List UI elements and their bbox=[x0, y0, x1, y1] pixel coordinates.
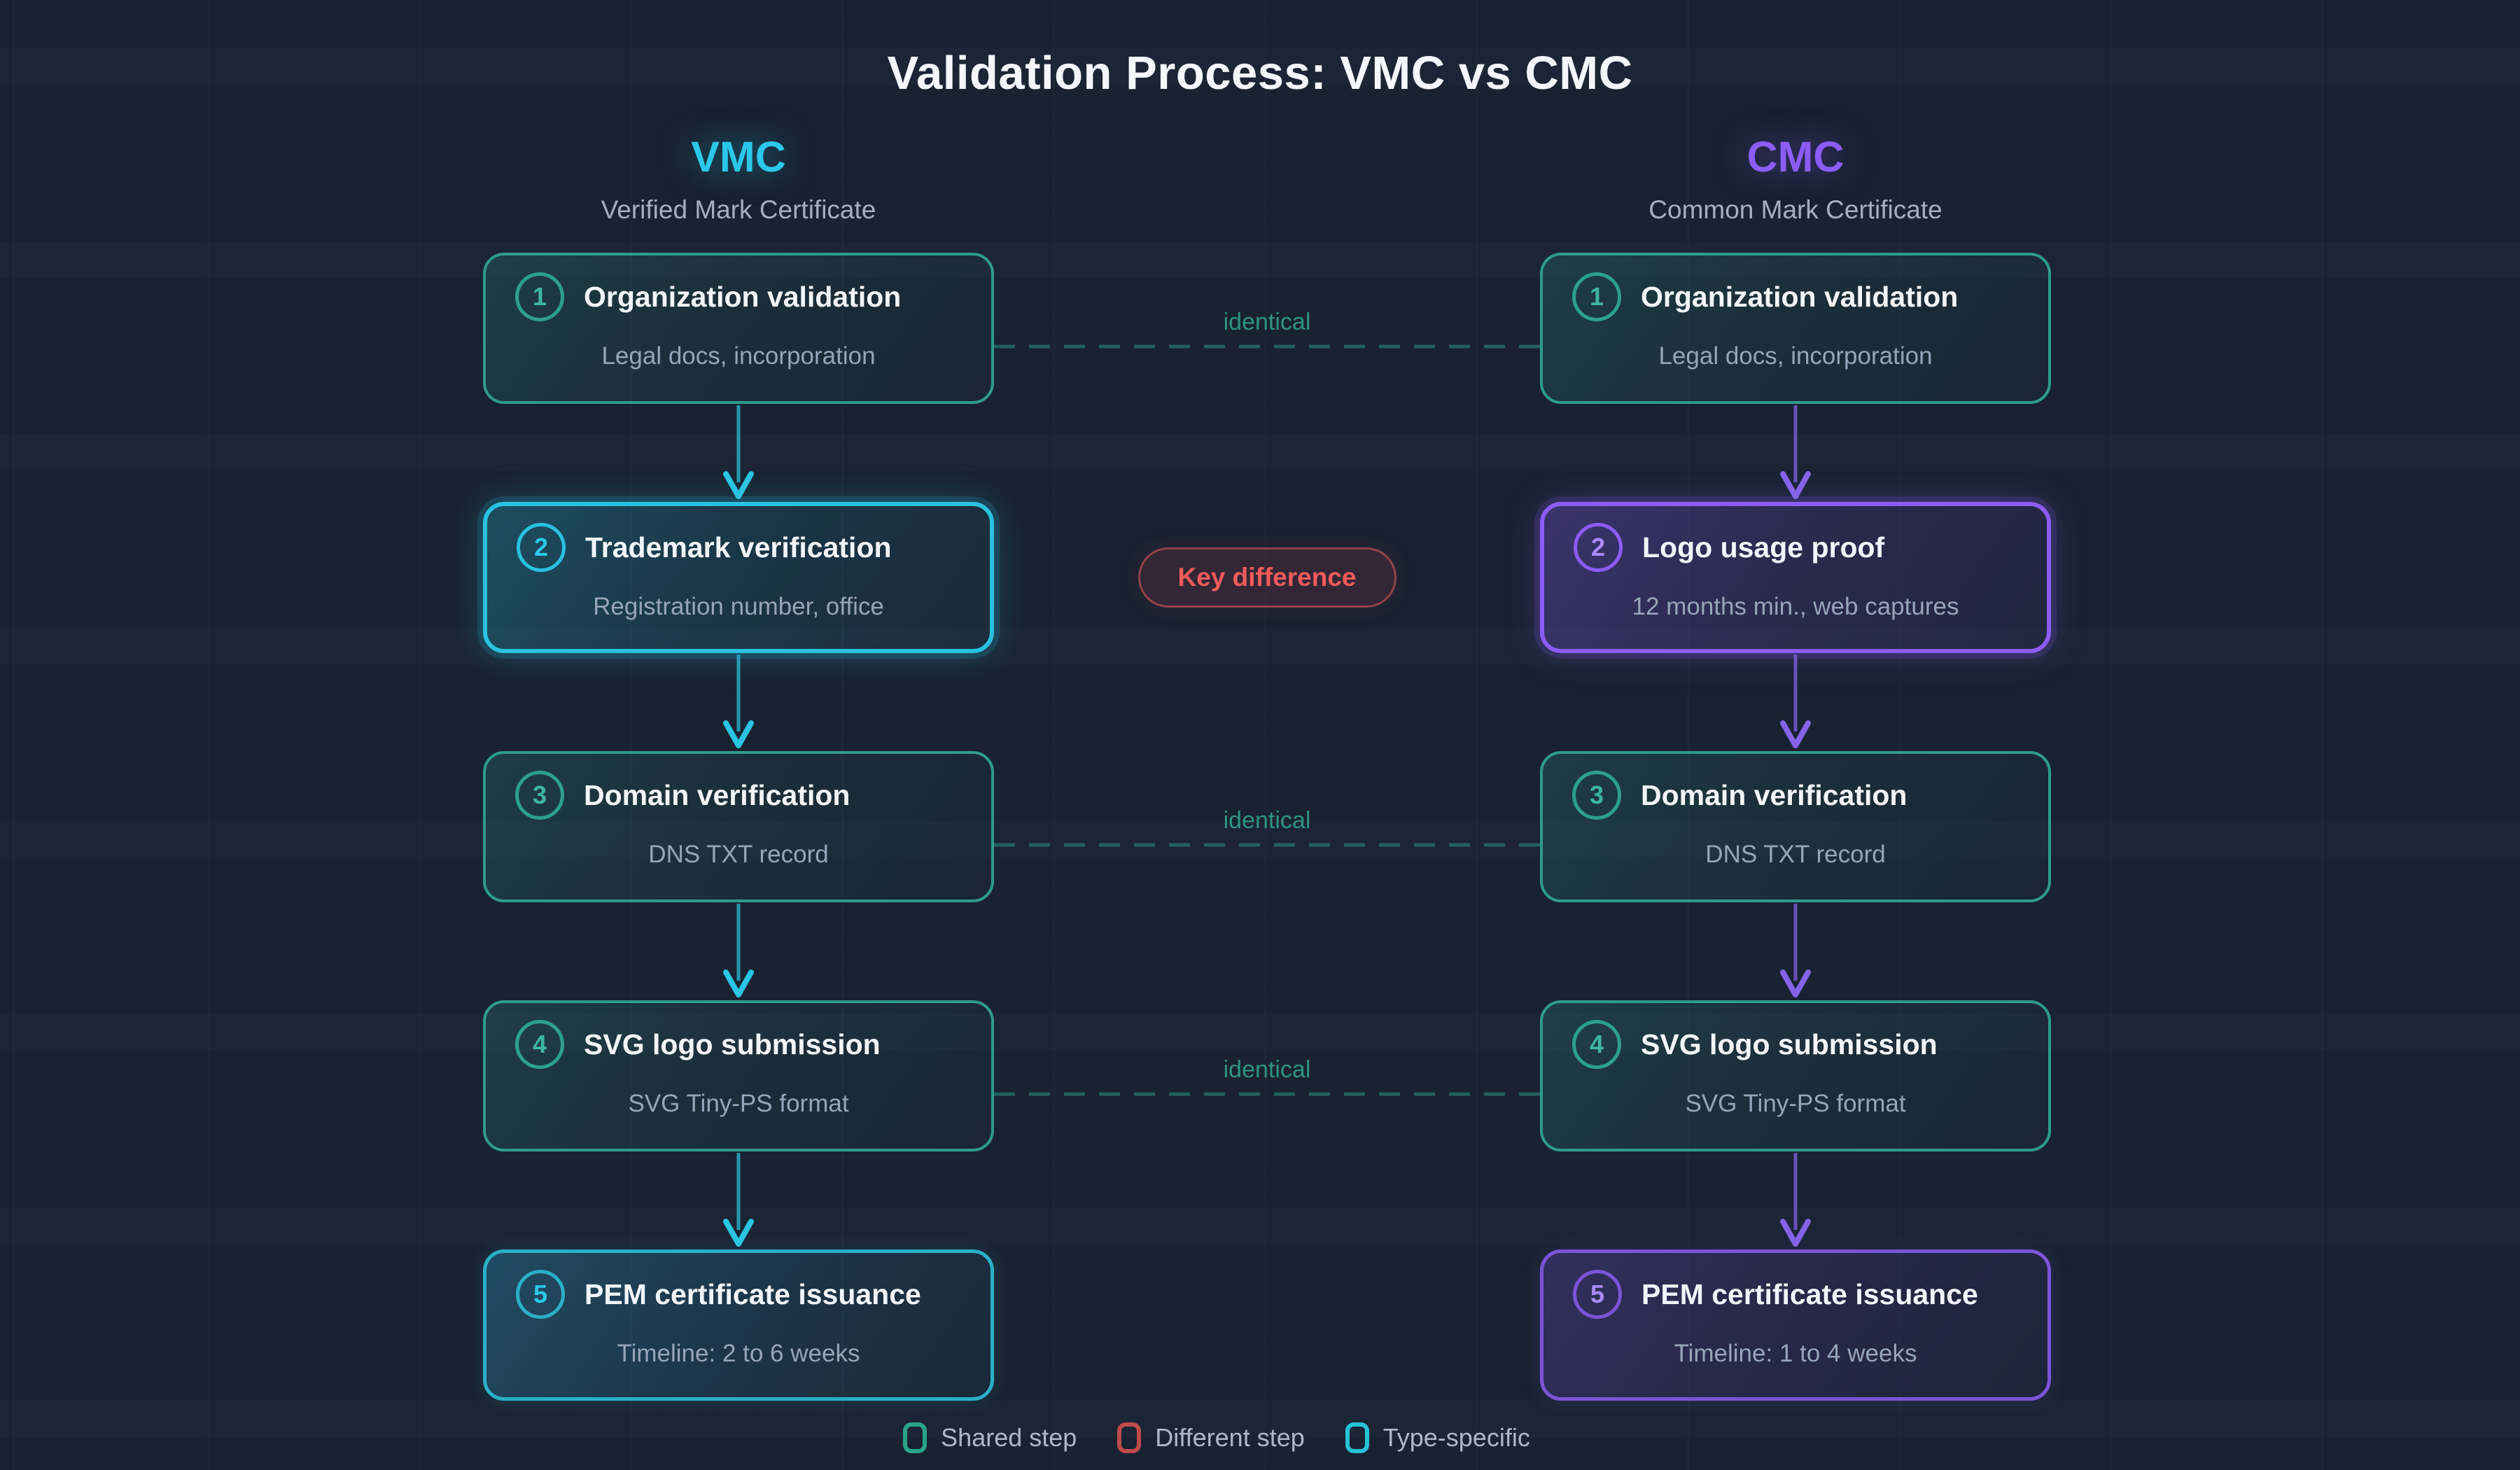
page-title: Validation Process: VMC vs CMC bbox=[887, 47, 1633, 99]
arrow-down-icon bbox=[1780, 904, 1811, 997]
step-head: 1 Organization validation bbox=[1572, 272, 1958, 321]
legend-label: Shared step bbox=[941, 1423, 1077, 1452]
step-title: Logo usage proof bbox=[1642, 531, 1885, 564]
step-title: SVG logo submission bbox=[584, 1028, 881, 1060]
step-number-badge: 5 bbox=[516, 1270, 565, 1319]
column-header-vmc: VMC Verified Mark Certificate bbox=[483, 136, 994, 225]
step-title: PEM certificate issuance bbox=[1642, 1278, 1978, 1310]
step-subtitle: Timeline: 2 to 6 weeks bbox=[617, 1340, 860, 1367]
arrow-down-icon bbox=[723, 1153, 754, 1247]
step-subtitle: DNS TXT record bbox=[1705, 841, 1886, 868]
step-number-badge: 5 bbox=[1573, 1270, 1622, 1319]
step-head: 5 PEM certificate issuance bbox=[1573, 1270, 1978, 1319]
step-subtitle: Legal docs, incorporation bbox=[601, 342, 876, 370]
step-box-vmc-5: 5 PEM certificate issuance Timeline: 2 t… bbox=[483, 1250, 994, 1401]
step-head: 2 Logo usage proof bbox=[1574, 523, 1884, 572]
legend-item-shared: Shared step bbox=[903, 1422, 1077, 1453]
step-number-badge: 1 bbox=[1572, 272, 1621, 321]
key-difference-badge: Key difference bbox=[1138, 547, 1396, 608]
legend-item-different: Different step bbox=[1117, 1422, 1305, 1453]
step-head: 3 Domain verification bbox=[1572, 771, 1907, 820]
legend-label: Type-specific bbox=[1382, 1423, 1530, 1452]
cmc-subtitle: Common Mark Certificate bbox=[1648, 195, 1942, 224]
step-number-badge: 2 bbox=[517, 523, 566, 572]
step-title: Trademark verification bbox=[585, 531, 892, 564]
step-number-badge: 4 bbox=[1572, 1020, 1621, 1069]
step-box-cmc-1: 1 Organization validation Legal docs, in… bbox=[1540, 253, 2051, 404]
identical-label: identical bbox=[1223, 1056, 1311, 1083]
arrow-down-icon bbox=[723, 654, 754, 748]
key-difference-row: Key difference bbox=[994, 502, 1540, 653]
arrow-down-icon bbox=[723, 904, 754, 997]
type-specific-swatch-icon bbox=[1345, 1422, 1369, 1453]
step-box-vmc-3: 3 Domain verification DNS TXT record bbox=[483, 751, 994, 902]
identical-connector-row4: identical bbox=[994, 1000, 1540, 1152]
identical-label: identical bbox=[1223, 806, 1311, 834]
step-subtitle: SVG Tiny-PS format bbox=[1685, 1090, 1906, 1117]
step-subtitle: Registration number, office bbox=[593, 593, 884, 620]
step-number-badge: 1 bbox=[515, 272, 564, 321]
identical-connector-row3: identical bbox=[994, 751, 1540, 902]
dashed-line bbox=[994, 843, 1540, 846]
vmc-subtitle: Verified Mark Certificate bbox=[601, 195, 876, 224]
step-title: Domain verification bbox=[584, 778, 850, 811]
step-subtitle: SVG Tiny-PS format bbox=[628, 1090, 849, 1117]
column-header-cmc: CMC Common Mark Certificate bbox=[1540, 136, 2051, 225]
step-head: 2 Trademark verification bbox=[517, 523, 892, 572]
arrow-down-icon bbox=[1780, 654, 1811, 748]
dashed-line bbox=[994, 1092, 1540, 1096]
arrow-down-icon bbox=[1780, 405, 1811, 499]
step-box-vmc-1: 1 Organization validation Legal docs, in… bbox=[483, 253, 994, 404]
step-head: 4 SVG logo submission bbox=[1572, 1020, 1938, 1069]
step-subtitle: DNS TXT record bbox=[648, 841, 829, 868]
step-subtitle: Timeline: 1 to 4 weeks bbox=[1674, 1340, 1917, 1367]
legend-items: Shared step Different step Type-specific bbox=[903, 1422, 1530, 1453]
different-step-swatch-icon bbox=[1117, 1422, 1142, 1453]
legend-label: Different step bbox=[1155, 1423, 1305, 1452]
cmc-abbr: CMC bbox=[1746, 133, 1844, 181]
step-number-badge: 4 bbox=[515, 1020, 564, 1069]
step-number-badge: 2 bbox=[1574, 523, 1623, 572]
step-title: Organization validation bbox=[584, 280, 902, 313]
identical-connector-row1: identical bbox=[994, 253, 1540, 404]
vmc-abbr: VMC bbox=[691, 133, 786, 181]
step-box-cmc-4: 4 SVG logo submission SVG Tiny-PS format bbox=[1540, 1000, 2051, 1152]
arrow-down-icon bbox=[723, 405, 754, 499]
step-box-cmc-3: 3 Domain verification DNS TXT record bbox=[1540, 751, 2051, 902]
shared-step-swatch-icon bbox=[903, 1422, 927, 1453]
step-box-cmc-5: 5 PEM certificate issuance Timeline: 1 t… bbox=[1540, 1250, 2051, 1401]
step-box-vmc-2: 2 Trademark verification Registration nu… bbox=[483, 502, 994, 653]
step-title: PEM certificate issuance bbox=[584, 1278, 921, 1310]
step-number-badge: 3 bbox=[1572, 771, 1621, 820]
step-head: 5 PEM certificate issuance bbox=[516, 1270, 921, 1319]
identical-label: identical bbox=[1223, 308, 1311, 335]
step-number-badge: 3 bbox=[515, 771, 564, 820]
step-head: 3 Domain verification bbox=[515, 771, 850, 820]
arrow-down-icon bbox=[1780, 1153, 1811, 1247]
legend-item-type-specific: Type-specific bbox=[1345, 1422, 1530, 1453]
dashed-line bbox=[994, 344, 1540, 348]
step-head: 1 Organization validation bbox=[515, 272, 901, 321]
step-box-vmc-4: 4 SVG logo submission SVG Tiny-PS format bbox=[483, 1000, 994, 1152]
step-head: 4 SVG logo submission bbox=[515, 1020, 881, 1069]
step-title: Organization validation bbox=[1641, 280, 1959, 313]
step-subtitle: 12 months min., web captures bbox=[1632, 593, 1959, 620]
step-subtitle: Legal docs, incorporation bbox=[1658, 342, 1933, 370]
legend: Shared step Different step Type-specific bbox=[0, 1422, 2520, 1453]
step-title: SVG logo submission bbox=[1641, 1028, 1938, 1060]
step-title: Domain verification bbox=[1641, 778, 1907, 811]
step-box-cmc-2: 2 Logo usage proof 12 months min., web c… bbox=[1540, 502, 2051, 653]
